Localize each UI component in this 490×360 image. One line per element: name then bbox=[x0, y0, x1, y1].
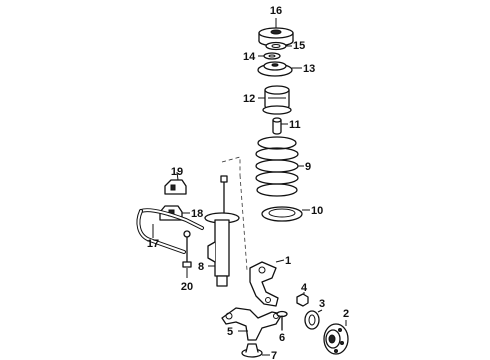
dust-boot bbox=[272, 117, 288, 135]
upper-mount bbox=[258, 18, 294, 47]
bolt bbox=[276, 310, 288, 331]
callout-14: 14 bbox=[243, 51, 256, 63]
callout-20: 20 bbox=[181, 281, 193, 293]
nut bbox=[296, 292, 309, 307]
steering-knuckle bbox=[249, 259, 285, 307]
upper-spring-seat bbox=[257, 61, 302, 77]
callout-1: 1 bbox=[285, 255, 291, 267]
callout-8: 8 bbox=[198, 261, 204, 273]
spring-insulator bbox=[261, 206, 310, 222]
callout-16: 16 bbox=[270, 5, 282, 17]
bearing bbox=[265, 41, 292, 51]
callout-17: 17 bbox=[147, 238, 159, 250]
callout-12: 12 bbox=[243, 93, 255, 105]
stabilizer-bracket bbox=[164, 171, 187, 195]
callout-19: 19 bbox=[171, 166, 183, 178]
callout-13: 13 bbox=[303, 63, 315, 75]
callout-7: 7 bbox=[271, 350, 277, 360]
wheel-bearing bbox=[304, 309, 323, 330]
stabilizer-link bbox=[182, 230, 192, 278]
callout-15: 15 bbox=[293, 40, 305, 52]
wheel-hub bbox=[323, 320, 349, 355]
bump-stop bbox=[258, 85, 292, 115]
callout-4: 4 bbox=[301, 282, 308, 294]
ball-joint bbox=[241, 343, 270, 358]
callout-10: 10 bbox=[311, 205, 323, 217]
coil-spring bbox=[255, 136, 304, 197]
alignment-guide bbox=[221, 156, 248, 271]
callout-9: 9 bbox=[305, 161, 311, 173]
strut-assembly bbox=[204, 175, 240, 287]
callout-2: 2 bbox=[343, 308, 349, 320]
callout-6: 6 bbox=[279, 332, 285, 344]
stabilizer-bar bbox=[136, 208, 204, 254]
callout-5: 5 bbox=[227, 326, 233, 338]
callout-18: 18 bbox=[191, 208, 203, 220]
callout-3: 3 bbox=[319, 298, 325, 310]
callout-labels: 16 15 14 13 12 11 9 10 19 18 17 8 20 1 4… bbox=[147, 5, 349, 360]
callout-11: 11 bbox=[289, 119, 301, 131]
washer bbox=[258, 52, 281, 60]
